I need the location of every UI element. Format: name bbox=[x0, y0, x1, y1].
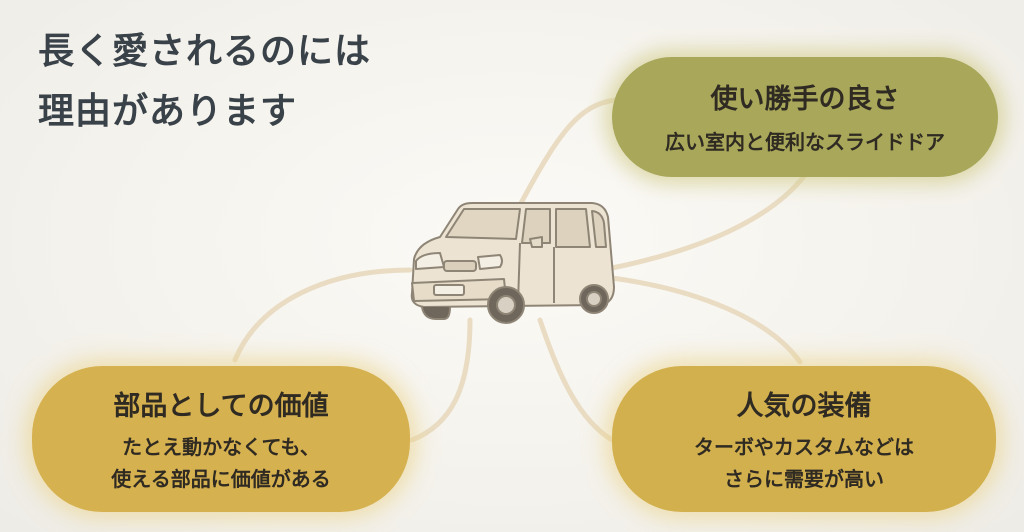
connector-car-usability-lower bbox=[609, 172, 808, 271]
node-parts: 部品としての価値 たとえ動かなくても、 使える部品に価値がある bbox=[32, 366, 410, 512]
connector-car-usability-upper bbox=[517, 97, 618, 208]
connector-car-parts-lower bbox=[409, 317, 473, 443]
node-usability-heading: 使い勝手の良さ bbox=[710, 84, 900, 115]
node-popular-line-2: さらに需要が高い bbox=[724, 467, 884, 491]
title-line-2: 理由があります bbox=[38, 91, 298, 132]
title-line-1: 長く愛されるのには bbox=[38, 31, 372, 72]
kei-van-car-icon bbox=[410, 202, 615, 324]
node-parts-heading: 部品としての価値 bbox=[113, 391, 329, 422]
connector-car-parts-upper bbox=[232, 267, 413, 363]
node-parts-line-1: たとえ動かなくても、 bbox=[122, 435, 320, 459]
connector-car-popular-lower bbox=[537, 317, 615, 443]
node-popular-heading: 人気の装備 bbox=[736, 391, 872, 422]
node-usability-line-1: 広い室内と便利なスライドドア bbox=[665, 130, 945, 154]
node-parts-line-2: 使える部品に価値がある bbox=[111, 467, 331, 491]
page-title: 長く愛されるのには 理由があります bbox=[38, 22, 371, 142]
node-popular: 人気の装備 ターボやカスタムなどは さらに需要が高い bbox=[612, 366, 996, 512]
connector-car-popular-upper bbox=[609, 275, 803, 365]
node-popular-line-1: ターボやカスタムなどは bbox=[694, 435, 914, 459]
node-usability: 使い勝手の良さ 広い室内と便利なスライドドア bbox=[612, 57, 998, 177]
